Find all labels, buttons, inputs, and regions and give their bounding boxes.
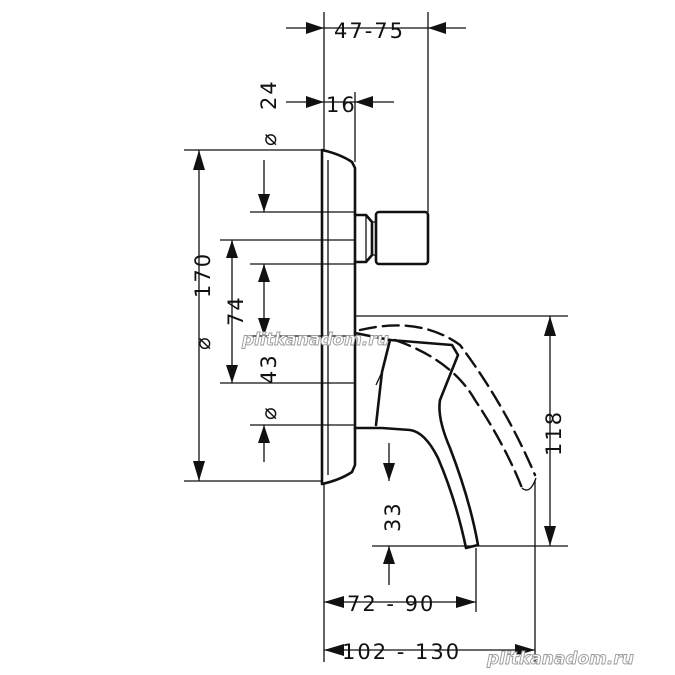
- dim-depth-range: 47-75: [334, 19, 405, 43]
- dimension-arrows: [193, 22, 556, 656]
- dim-offset-43: 43: [257, 353, 281, 384]
- diameter-symbol-top: ⌀: [257, 131, 281, 146]
- dim-spout-height: 118: [542, 410, 566, 456]
- dim-connector-diameter: 24: [257, 79, 281, 110]
- dim-offset-74: 74: [224, 295, 248, 326]
- dim-offset-33: 33: [381, 501, 405, 532]
- watermark-center: plitkanadom.ru: [241, 330, 389, 350]
- watermark-corner: plitkanadom.ru: [486, 649, 634, 669]
- diameter-symbol-hole: ⌀: [257, 405, 281, 420]
- extension-lines: [184, 12, 568, 662]
- dim-connector-depth: 16: [326, 93, 357, 117]
- connector-nut: [353, 210, 430, 266]
- dim-projection-2: 102 - 130: [342, 640, 461, 664]
- escutcheon-plate: [320, 148, 357, 486]
- dim-plate-diameter: 170: [191, 252, 215, 298]
- dim-projection-1: 72 - 90: [347, 592, 435, 616]
- lever-handle: [353, 324, 537, 550]
- diameter-symbol-plate: ⌀: [191, 335, 215, 350]
